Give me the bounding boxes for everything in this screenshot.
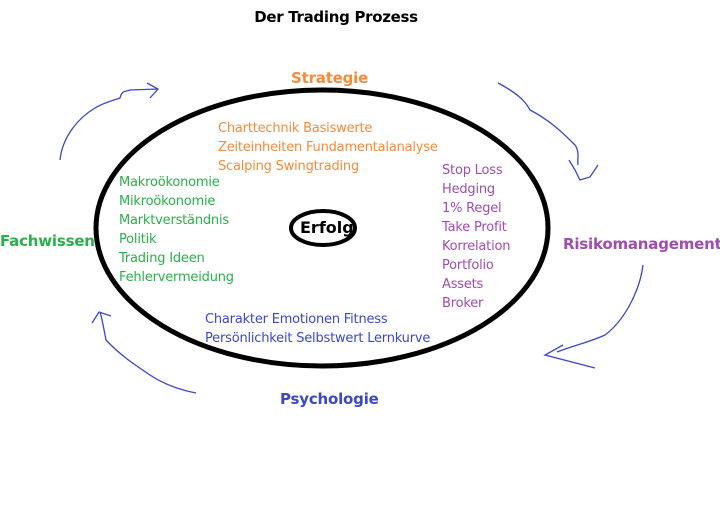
- fachwissen-items: Makroökonomie Mikroökonomie Marktverstän…: [119, 173, 234, 287]
- list-item: 1% Regel: [442, 201, 502, 216]
- arrow-strategie-to-risikomanagement: [497, 82, 599, 181]
- page-title: Der Trading Prozess: [254, 8, 418, 26]
- center-label-erfolg: Erfolg: [300, 218, 354, 237]
- list-item: Stop Loss: [442, 163, 503, 178]
- center-ellipse: [289, 209, 357, 247]
- list-item: Mikroökonomie: [119, 194, 216, 209]
- list-item: Hedging: [442, 182, 495, 197]
- list-item: Charttechnik Basiswerte: [218, 121, 373, 136]
- list-item: Trading Ideen: [119, 251, 205, 266]
- list-item: Politik: [119, 232, 157, 247]
- strategie-items: Charttechnik Basiswerte Zeiteinheiten Fu…: [218, 119, 438, 176]
- list-item: Korrelation: [442, 239, 511, 254]
- list-item: Portfolio: [442, 258, 494, 273]
- category-label-strategie: Strategie: [291, 69, 369, 87]
- list-item: Zeiteinheiten Fundamentalanalyse: [218, 140, 438, 155]
- risikomanagement-items: Stop Loss Hedging 1% Regel Take Profit K…: [442, 161, 510, 313]
- category-label-risikomanagement: Risikomanagement: [563, 235, 720, 253]
- list-item: Persönlichkeit Selbstwert Lernkurve: [205, 331, 431, 346]
- category-label-psychologie: Psychologie: [280, 390, 379, 408]
- list-item: Scalping Swingtrading: [218, 159, 360, 174]
- list-item: Makroökonomie: [119, 175, 220, 190]
- list-item: Marktverständnis: [119, 213, 229, 228]
- list-item: Assets: [442, 277, 484, 292]
- list-item: Fehlervermeidung: [119, 270, 234, 285]
- list-item: Take Profit: [442, 220, 507, 235]
- category-label-fachwissen: Fachwissen: [0, 232, 95, 250]
- outer-ellipse: [93, 87, 551, 369]
- psychologie-items: Charakter Emotionen Fitness Persönlichke…: [205, 310, 430, 348]
- list-item: Charakter Emotionen Fitness: [205, 312, 388, 327]
- arrow-fachwissen-to-strategie: [59, 82, 160, 161]
- arrow-psychologie-to-fachwissen: [91, 311, 197, 394]
- arrow-risikomanagement-to-psychologie: [543, 264, 644, 369]
- list-item: Broker: [442, 296, 484, 311]
